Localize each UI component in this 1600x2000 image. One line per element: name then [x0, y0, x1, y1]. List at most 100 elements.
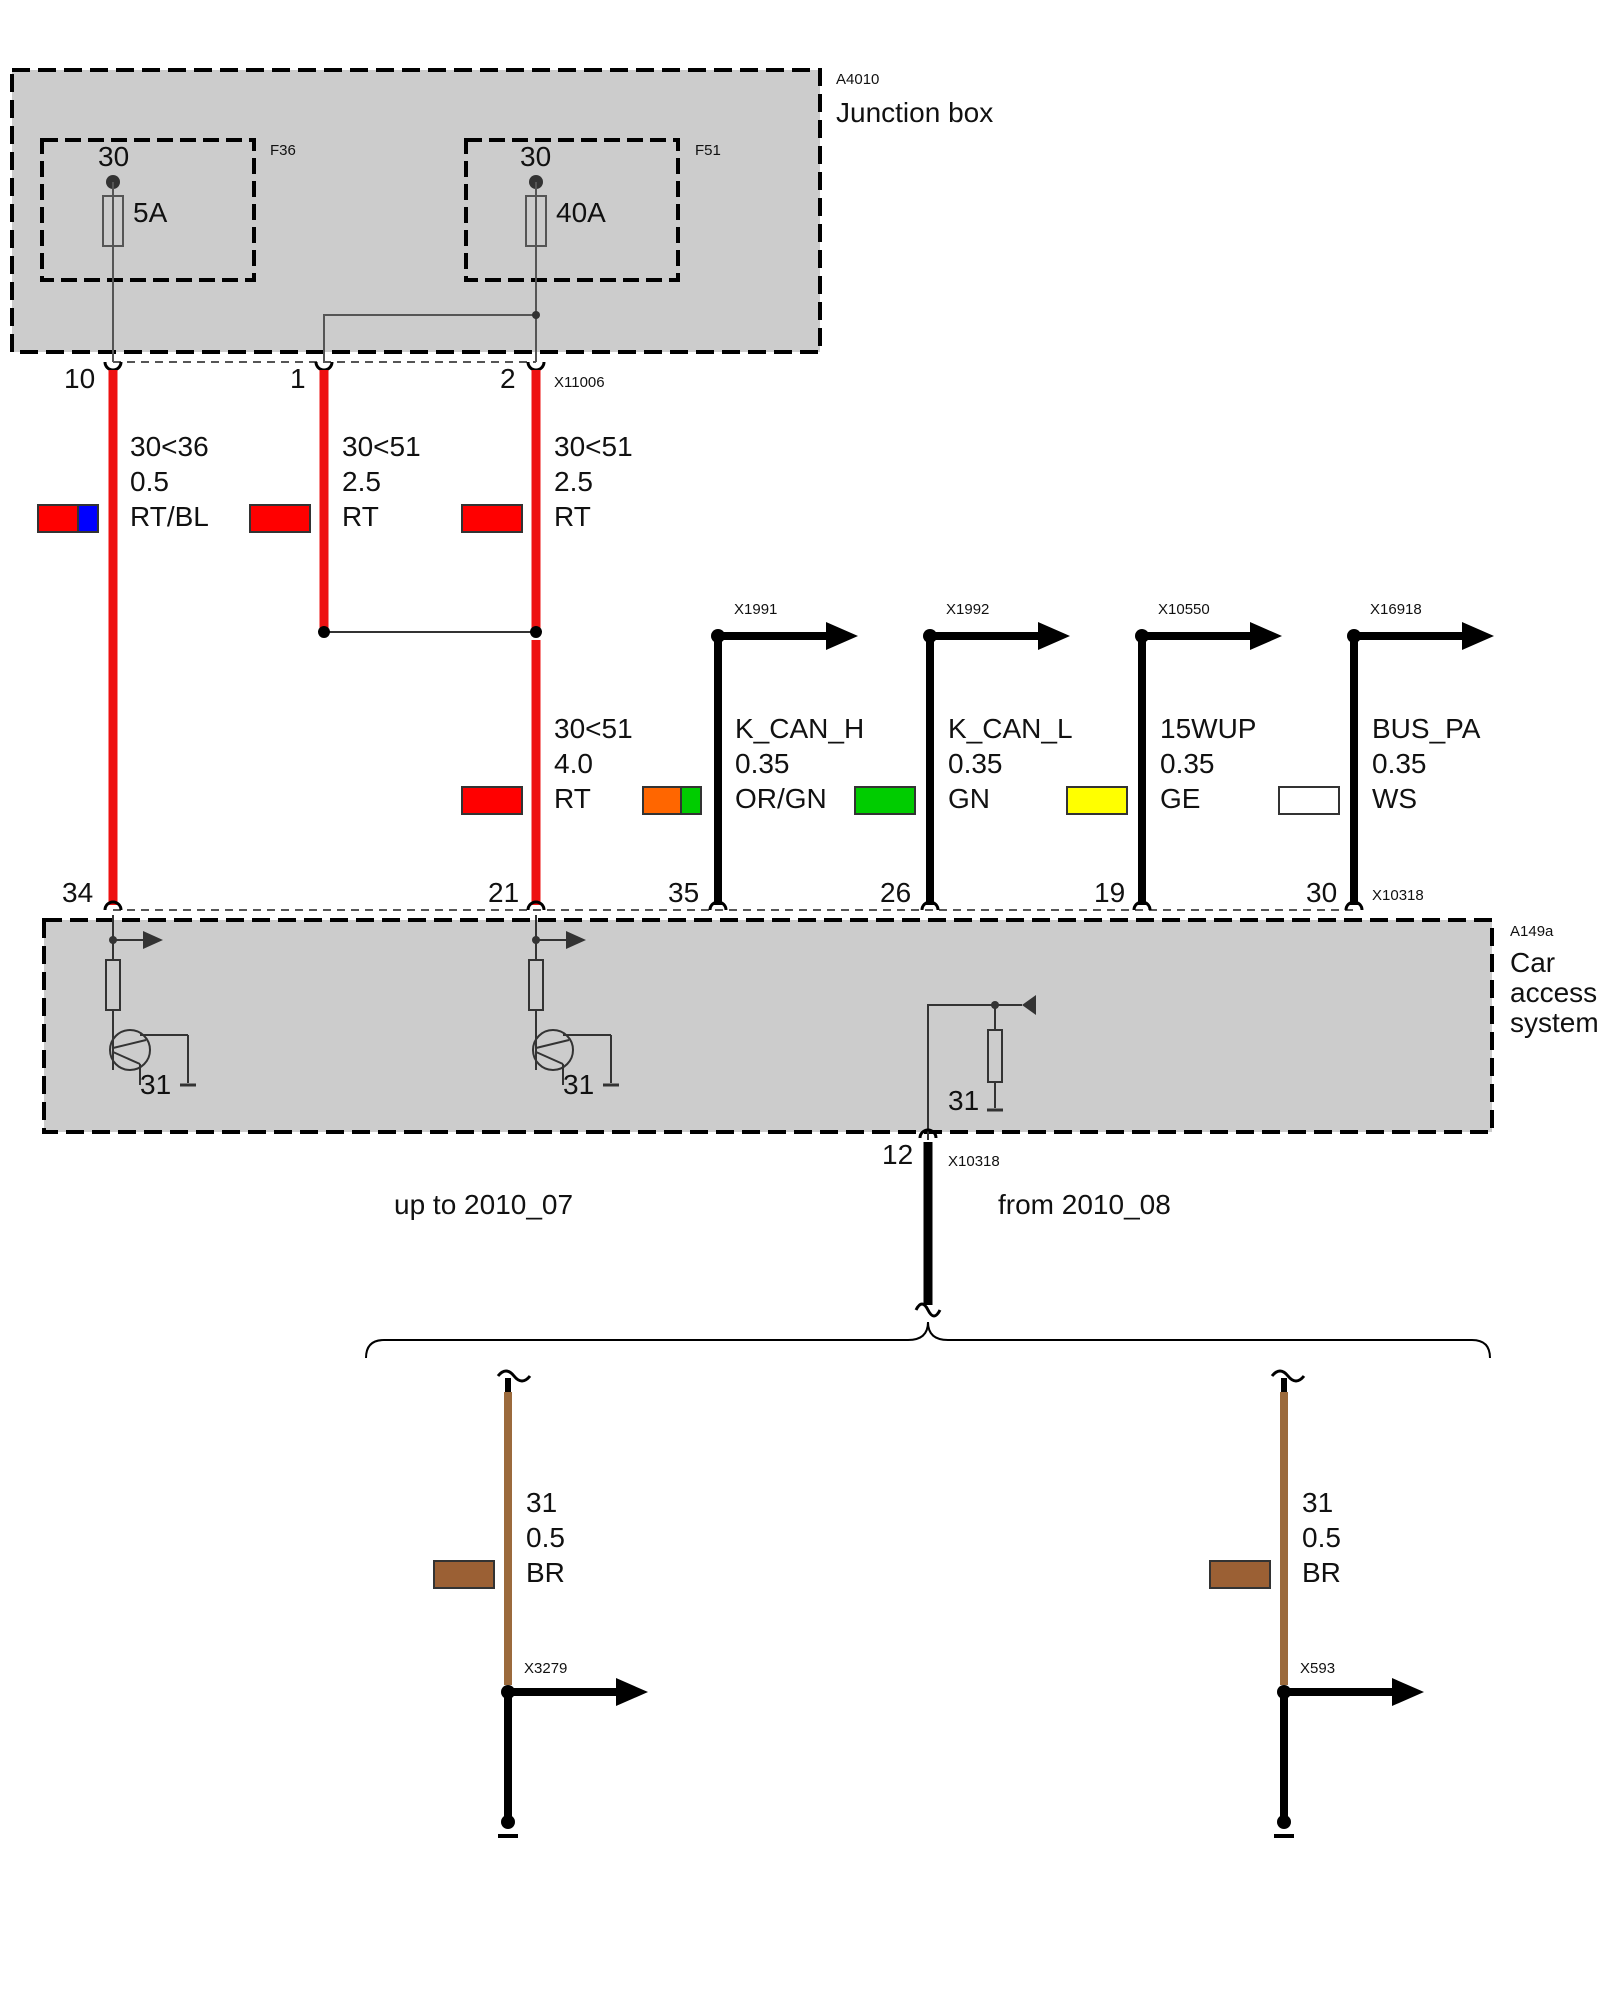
- svg-text:RT: RT: [342, 501, 379, 532]
- wire-bus-pa: X16918 BUS_PA 0.35 WS: [1278, 601, 1494, 905]
- pin-1-label: 1: [290, 363, 306, 394]
- pin-10-label: 10: [64, 363, 95, 394]
- swatch-red: [461, 786, 523, 815]
- connector-x1992-label: X1992: [946, 601, 989, 618]
- arrow-right-icon: [566, 931, 586, 949]
- arrow-right-icon: [1462, 622, 1494, 650]
- svg-text:0.35: 0.35: [948, 748, 1003, 779]
- transistor-circuit-1: 31: [105, 915, 196, 1100]
- arrow-right-icon: [1038, 622, 1070, 650]
- wire-label-30-51-a: 30<51 2.5 RT: [249, 431, 421, 533]
- car-access-name-line2: access: [1510, 977, 1597, 1008]
- swatch-red: [461, 504, 523, 533]
- svg-text:0.5: 0.5: [526, 1522, 565, 1553]
- fuse-f51-terminal: 30: [520, 141, 551, 172]
- svg-text:30<36: 30<36: [130, 431, 209, 462]
- swatch-brown: [433, 1560, 495, 1589]
- svg-text:15WUP: 15WUP: [1160, 713, 1256, 744]
- transistor-icon: [109, 1029, 151, 1071]
- arrow-right-icon: [616, 1678, 648, 1706]
- swatch-green: [854, 786, 916, 815]
- fuse-f36-rating: 5A: [133, 197, 168, 228]
- fuse-f36-id: F36: [270, 142, 296, 159]
- transistor-icon: [532, 1029, 574, 1071]
- svg-text:0.35: 0.35: [1372, 748, 1427, 779]
- svg-text:BR: BR: [526, 1557, 565, 1588]
- fuse-f51-rating: 40A: [556, 197, 606, 228]
- svg-text:BR: BR: [1302, 1557, 1341, 1588]
- svg-text:0.35: 0.35: [1160, 748, 1215, 779]
- variant-right-wire: X593 31 0.5 BR: [1209, 1369, 1424, 1838]
- car-access-name-line1: Car: [1510, 947, 1555, 978]
- svg-text:30<51: 30<51: [554, 713, 633, 744]
- svg-text:30<51: 30<51: [342, 431, 421, 462]
- arrow-right-icon: [826, 622, 858, 650]
- variant-left-label: up to 2010_07: [394, 1189, 573, 1220]
- svg-text:OR/GN: OR/GN: [735, 783, 827, 814]
- ground-icon: [1277, 1815, 1291, 1829]
- svg-text:K_CAN_H: K_CAN_H: [735, 713, 864, 744]
- junction-box-id: A4010: [836, 71, 879, 88]
- pin-26-label: 26: [880, 877, 911, 908]
- transistor-circuit-2: 31: [528, 915, 619, 1100]
- svg-text:WS: WS: [1372, 783, 1417, 814]
- junction-box: A4010 Junction box F36 30 5A F51 30 40A: [10, 68, 993, 362]
- svg-text:2.5: 2.5: [554, 466, 593, 497]
- svg-text:RT: RT: [554, 501, 591, 532]
- svg-text:2.5: 2.5: [342, 466, 381, 497]
- fuse-f51: F51 30 40A: [464, 138, 721, 282]
- svg-text:BUS_PA: BUS_PA: [1372, 713, 1481, 744]
- ground-31-label: 31: [563, 1069, 594, 1100]
- pin-21-label: 21: [488, 877, 519, 908]
- pullup-circuit: 31: [927, 995, 1036, 1140]
- ground-31-label: 31: [140, 1069, 171, 1100]
- car-access-id: A149a: [1510, 923, 1554, 940]
- svg-text:RT/BL: RT/BL: [130, 501, 209, 532]
- swatch-white: [1278, 786, 1340, 815]
- variant-left-wire: X3279 31 0.5 BR: [433, 1369, 648, 1838]
- svg-text:K_CAN_L: K_CAN_L: [948, 713, 1073, 744]
- car-access-name-line3: system: [1510, 1007, 1599, 1038]
- swatch-blue: [77, 504, 99, 533]
- connector-x593-label: X593: [1300, 1660, 1335, 1677]
- connector-x11006-label: X11006: [554, 374, 605, 391]
- wire-15wup: X10550 15WUP 0.35 GE: [1066, 601, 1282, 905]
- junction-box-name: Junction box: [836, 97, 993, 128]
- connector-x16918-label: X16918: [1370, 601, 1422, 618]
- svg-text:0.35: 0.35: [735, 748, 790, 779]
- arrow-right-icon: [1250, 622, 1282, 650]
- variant-brace: [365, 1321, 1491, 1359]
- connector-x3279-label: X3279: [524, 1660, 567, 1677]
- wire-label-30-51-c: 30<51 4.0 RT: [461, 713, 633, 815]
- fuse-f36-terminal: 30: [98, 141, 129, 172]
- connector-x10550-label: X10550: [1158, 601, 1210, 618]
- svg-text:4.0: 4.0: [554, 748, 593, 779]
- pin-19-label: 19: [1094, 877, 1125, 908]
- svg-text:30<51: 30<51: [554, 431, 633, 462]
- ground-icon: [501, 1815, 515, 1829]
- wire-k-can-l: X1992 K_CAN_L 0.35 GN: [854, 601, 1073, 905]
- svg-text:RT: RT: [554, 783, 591, 814]
- pin-30-label: 30: [1306, 877, 1337, 908]
- swatch-green: [680, 786, 702, 815]
- wire-label-30-51-b: 30<51 2.5 RT: [461, 431, 633, 533]
- swatch-red: [249, 504, 311, 533]
- svg-text:0.5: 0.5: [130, 466, 169, 497]
- arrow-right-icon: [143, 931, 163, 949]
- pin-2-label: 2: [500, 363, 516, 394]
- arrow-right-icon: [1392, 1678, 1424, 1706]
- car-access-system-box: 31 31: [42, 915, 1599, 1140]
- swatch-brown: [1209, 1560, 1271, 1589]
- connector-x10318-bottom-label: X10318: [948, 1153, 1000, 1170]
- arrow-left-icon: [1022, 995, 1036, 1015]
- svg-text:31: 31: [1302, 1487, 1333, 1518]
- variant-right-label: from 2010_08: [998, 1189, 1171, 1220]
- pin-35-label: 35: [668, 877, 699, 908]
- connector-x10318-top-label: X10318: [1372, 887, 1424, 904]
- swatch-yellow: [1066, 786, 1128, 815]
- svg-text:31: 31: [526, 1487, 557, 1518]
- swatch-orange: [642, 786, 684, 815]
- svg-text:0.5: 0.5: [1302, 1522, 1341, 1553]
- wire-label-30-36: 30<36 0.5 RT/BL: [37, 431, 209, 533]
- connector-x1991-label: X1991: [734, 601, 777, 618]
